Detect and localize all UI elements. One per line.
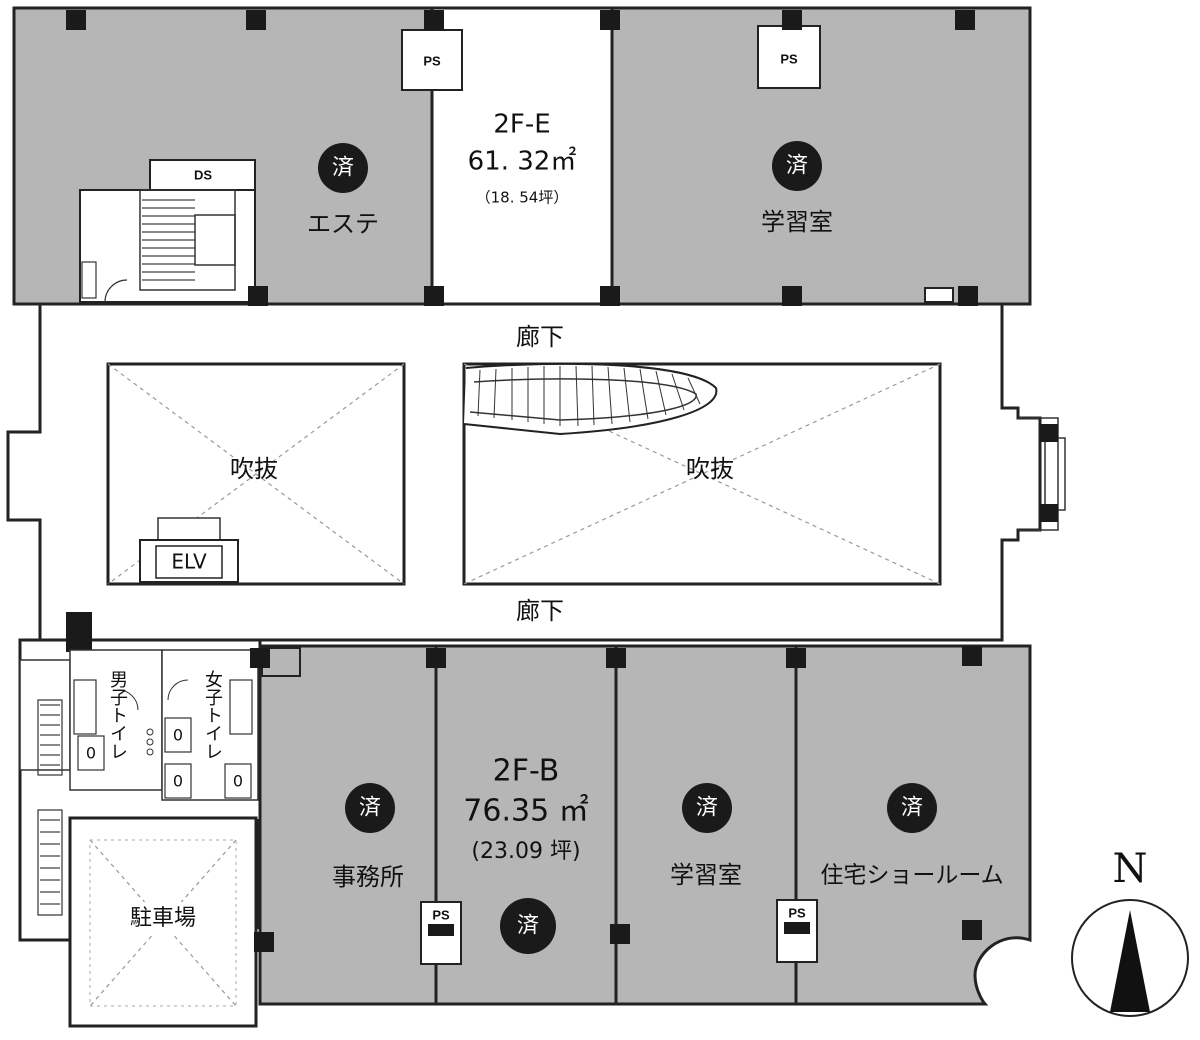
north-arrow: [1071, 899, 1189, 1017]
columns-top: [66, 10, 978, 306]
east-bay: [1018, 417, 1059, 531]
spiral-stair: [463, 362, 718, 436]
room-name-2f-e: 2F-E: [493, 110, 550, 140]
stairwell-top: [79, 159, 256, 303]
parking-label-bg: [118, 902, 208, 936]
room-area-2f-b: 76.35 ㎡: [463, 794, 588, 829]
void-label-right: 吹抜: [686, 455, 734, 483]
status-badge-study-top: [772, 141, 822, 191]
room-name-2f-b: 2F-B: [493, 754, 560, 789]
status-badge-esthe: [318, 143, 368, 193]
ps-box-e: [401, 29, 463, 91]
toilet-zero-3: 0: [173, 772, 183, 791]
status-badge-office: [345, 783, 395, 833]
corridor-outline: [6, 302, 1042, 642]
room-label-showroom: 住宅ショールーム: [820, 863, 1003, 889]
room-tsubo-2f-b: (23.09 坪): [471, 839, 580, 864]
void-label-left: 吹抜: [230, 455, 278, 483]
corridor-label-top: 廊下: [516, 323, 564, 351]
status-badge-study-bottom-text: 済: [696, 796, 718, 821]
parking-label: 駐車場: [130, 906, 196, 931]
elevator: [139, 517, 239, 583]
toilet-zero-1: 0: [86, 744, 96, 763]
room-office[interactable]: [258, 644, 438, 1006]
status-badge-study-bottom: [682, 783, 732, 833]
status-badge-2f-b-text: 済: [517, 914, 539, 939]
room-label-study-bottom: 学習室: [670, 861, 742, 889]
womens-toilet-label: 女子トイレ: [202, 670, 223, 760]
room-tsubo-2f-e: （18. 54坪）: [476, 189, 569, 207]
ps-label-e: PS: [423, 53, 441, 68]
mens-toilet-label: 男子トイレ: [107, 670, 128, 760]
ds-label-top: DS: [194, 167, 212, 182]
columns-bottom: [250, 646, 982, 952]
room-label-office: 事務所: [332, 863, 404, 891]
ps-box-2f-b: [420, 901, 462, 965]
room-label-esthe: エステ: [307, 210, 379, 238]
status-badge-office-text: 済: [359, 796, 381, 821]
room-label-study-top: 学習室: [761, 208, 833, 236]
elevator-label: ELV: [171, 550, 207, 574]
status-badge-showroom: [887, 783, 937, 833]
status-badge-showroom-text: 済: [901, 796, 923, 821]
north-label: N: [1113, 846, 1148, 892]
toilet-zero-2: 0: [173, 726, 183, 745]
corridor-label-bottom: 廊下: [516, 597, 564, 625]
room-area-2f-e: 61. 32㎡: [468, 147, 577, 177]
status-badge-2f-b: [500, 898, 556, 954]
status-badge-study-top-text: 済: [786, 154, 808, 179]
toilet-zero-4: 0: [233, 772, 243, 791]
ps-label-study-bottom: PS: [788, 905, 806, 920]
ps-label-study-top: PS: [780, 51, 798, 66]
status-badge-esthe-text: 済: [332, 156, 354, 181]
ps-label-2f-b: PS: [432, 907, 450, 922]
